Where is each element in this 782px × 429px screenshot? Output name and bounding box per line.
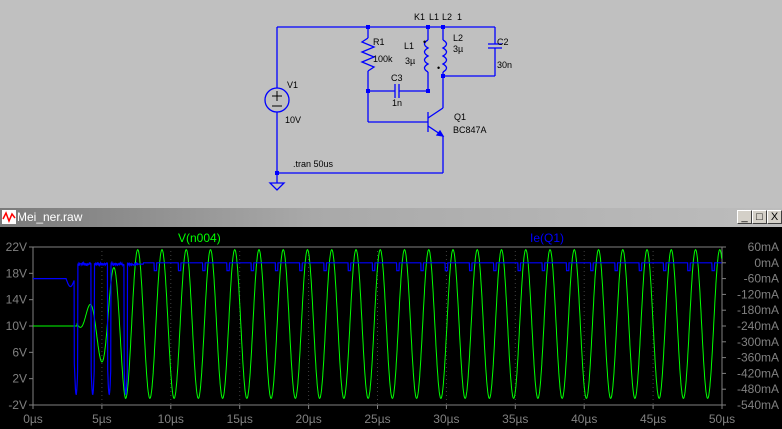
left-tick-label: 18V bbox=[6, 266, 27, 280]
left-tick-label: 14V bbox=[6, 293, 27, 307]
node-label-l2: L2 bbox=[442, 12, 452, 22]
c2-ref: C2 bbox=[497, 37, 509, 47]
trace-ie-q1 bbox=[33, 263, 722, 395]
x-tick-label: 0µs bbox=[23, 412, 43, 426]
left-tick-label: 22V bbox=[6, 240, 27, 254]
x-tick-label: 15µs bbox=[227, 412, 253, 426]
right-tick-label: -540mA bbox=[737, 398, 779, 412]
right-tick-label: -300mA bbox=[737, 335, 779, 349]
right-tick-label: -180mA bbox=[737, 303, 779, 317]
x-tick-label: 10µs bbox=[158, 412, 184, 426]
right-tick-label: -480mA bbox=[737, 382, 779, 396]
left-tick-label: -2V bbox=[8, 398, 27, 412]
v1-value: 10V bbox=[285, 115, 301, 125]
left-tick-label: 6V bbox=[12, 345, 27, 359]
l2-dot: • bbox=[437, 63, 440, 73]
left-axis-ticks: 22V 18V 14V 10V 6V 2V -2V bbox=[6, 240, 33, 412]
c3-ref: C3 bbox=[391, 73, 403, 83]
node-label-k1: K1 bbox=[414, 12, 425, 22]
q1-value: BC847A bbox=[453, 125, 487, 135]
c3-value: 1n bbox=[392, 98, 402, 108]
waveform-plot[interactable]: V(n004) Ie(Q1) 22V 18V 14V 10V 6V 2V -2V 60mA 0… bbox=[0, 227, 782, 429]
q1-ref: Q1 bbox=[454, 112, 466, 122]
l2-value: 3µ bbox=[453, 44, 463, 54]
x-tick-label: 40µs bbox=[571, 412, 597, 426]
legend-v-n004[interactable]: V(n004) bbox=[178, 231, 221, 245]
right-axis-ticks: 60mA 0mA -60mA-120mA -180mA -240mA -300mA -360… bbox=[722, 240, 779, 412]
r1-value: 100k bbox=[373, 54, 393, 64]
l1-ref: L1 bbox=[404, 41, 414, 51]
c2-value: 30n bbox=[497, 60, 512, 70]
x-tick-label: 30µs bbox=[433, 412, 459, 426]
node-label-l1: L1 bbox=[429, 12, 439, 22]
right-tick-label: -60mA bbox=[744, 272, 779, 286]
x-tick-label: 5µs bbox=[92, 412, 112, 426]
right-tick-label: 0mA bbox=[754, 256, 779, 270]
x-tick-label: 25µs bbox=[364, 412, 390, 426]
legend-ie-q1[interactable]: Ie(Q1) bbox=[530, 231, 564, 245]
x-tick-label: 45µs bbox=[640, 412, 666, 426]
schematic-canvas[interactable]: K1 L1 L2 1 V1 10V R1 100k L1 3µ L2 3µ C2… bbox=[0, 0, 782, 207]
node-label-1: 1 bbox=[457, 12, 462, 22]
v1-ref: V1 bbox=[287, 80, 298, 90]
r1-ref: R1 bbox=[373, 37, 385, 47]
right-tick-label: -120mA bbox=[737, 287, 779, 301]
left-tick-label: 2V bbox=[12, 372, 27, 386]
window-title: Mei_ner.raw bbox=[17, 210, 82, 224]
waveform-window-titlebar[interactable]: Mei_ner.raw bbox=[0, 208, 782, 227]
l1-dot: • bbox=[423, 37, 426, 47]
right-tick-label: -240mA bbox=[737, 319, 779, 333]
l1-value: 3µ bbox=[405, 56, 415, 66]
x-tick-label: 50µs bbox=[709, 412, 735, 426]
x-tick-label: 35µs bbox=[502, 412, 528, 426]
close-button[interactable]: X bbox=[767, 210, 782, 224]
tran-directive: .tran 50us bbox=[293, 159, 334, 169]
left-tick-label: 10V bbox=[6, 319, 27, 333]
waveform-app-icon bbox=[2, 210, 16, 224]
x-tick-label: 20µs bbox=[295, 412, 321, 426]
minimize-button[interactable]: _ bbox=[737, 210, 752, 224]
right-tick-label: -360mA bbox=[737, 351, 779, 365]
x-axis-ticks: 0µs 5µs 10µs 15µs 20µs 25µs 30µs 35µs 40µs 45µs 50… bbox=[23, 405, 735, 426]
maximize-button[interactable]: □ bbox=[752, 210, 767, 224]
right-tick-label: -420mA bbox=[737, 366, 779, 380]
right-tick-label: 60mA bbox=[748, 240, 779, 254]
l2-ref: L2 bbox=[453, 33, 463, 43]
